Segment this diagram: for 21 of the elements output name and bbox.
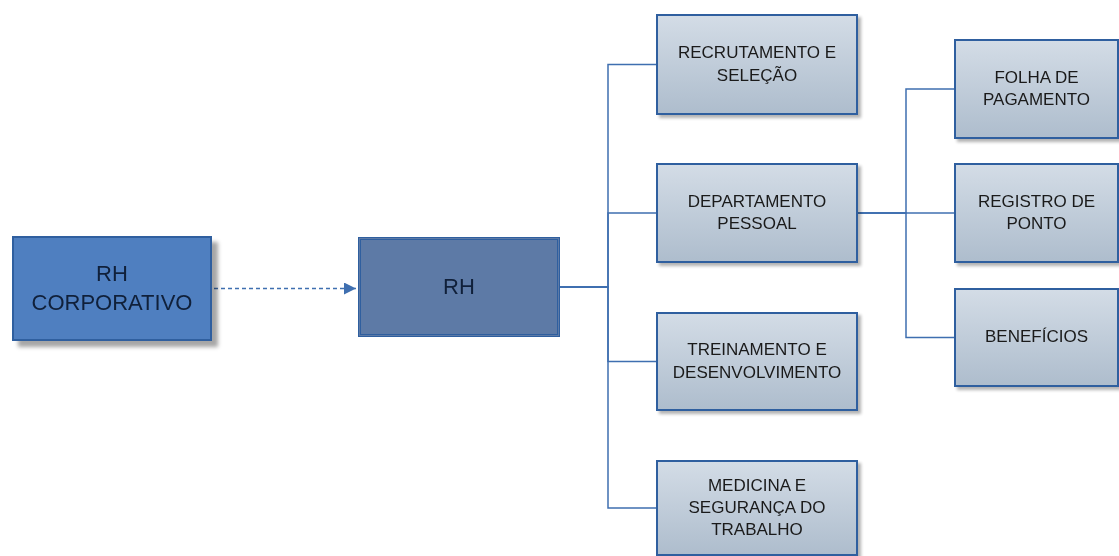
process-box xyxy=(656,460,858,556)
process-box xyxy=(656,14,858,115)
process-box xyxy=(656,163,858,263)
process-box xyxy=(656,312,858,411)
box-label: RH xyxy=(443,272,475,301)
connector-line xyxy=(559,286,657,509)
connector-line xyxy=(857,212,955,339)
process-box xyxy=(954,163,1119,263)
box-label: RECRUTAMENTO E SELEÇÃO xyxy=(676,42,837,87)
process-box xyxy=(358,237,560,337)
box-label: FOLHA DE PAGAMENTO xyxy=(981,66,1092,111)
box-label: MEDICINA E SEGURANÇA DO TRABALHO xyxy=(687,474,827,542)
process-box xyxy=(12,236,212,341)
process-box xyxy=(954,288,1119,387)
box-label: RH CORPORATIVO xyxy=(30,259,194,317)
arrow xyxy=(213,282,357,295)
process-box xyxy=(954,39,1119,139)
box-label: TREINAMENTO E DESENVOLVIMENTO xyxy=(671,339,843,384)
box-label: BENEFÍCIOS xyxy=(985,326,1088,349)
box-label: DEPARTAMENTO PESSOAL xyxy=(686,190,828,235)
box-label: REGISTRO DE PONTO xyxy=(976,190,1097,235)
